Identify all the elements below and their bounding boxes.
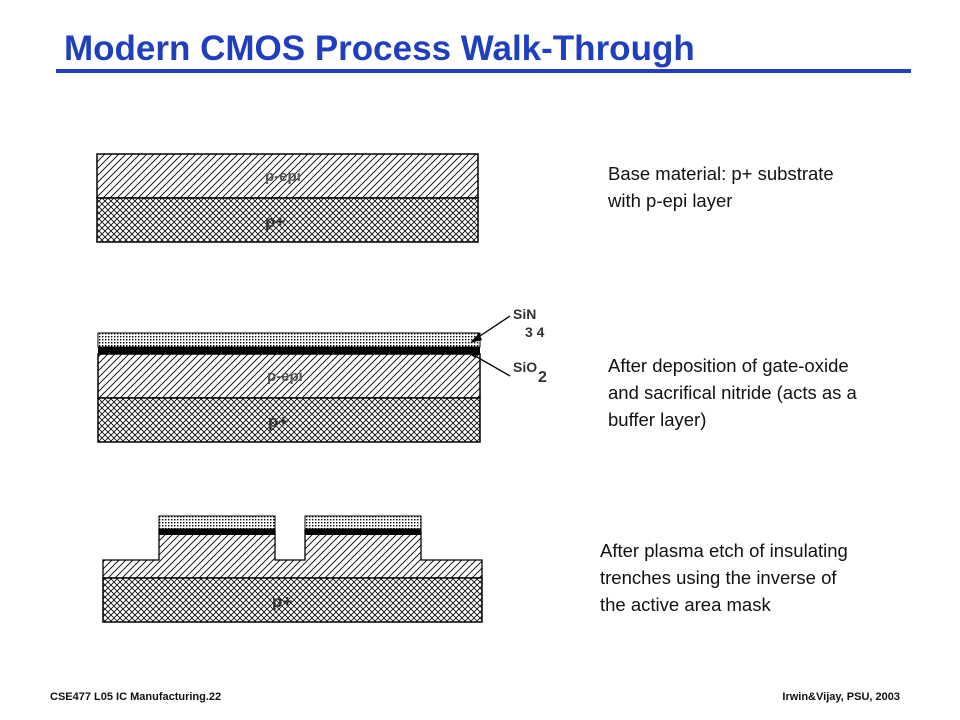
d2-p-epi-label: p-epi: [267, 368, 303, 385]
d2-oxide-arrowhead: [466, 351, 479, 358]
d3-p-plus-label: p+: [272, 592, 292, 611]
d1-p-plus-substrate: [96, 197, 479, 243]
d2-oxide-label: SiO: [513, 359, 537, 375]
d2-nitride-arrowhead: [470, 333, 482, 343]
d2-nitride-subscript: 3 4: [525, 324, 545, 340]
caption-oxide-nitride: After deposition of gate-oxide and sacri…: [608, 352, 857, 433]
d1-p-epi-layer: [96, 153, 479, 199]
title-underline: [56, 69, 911, 73]
diagram-1-base-material: p-epi p+: [96, 153, 479, 243]
caption-line: the active area mask: [600, 594, 771, 615]
caption-trench-etch: After plasma etch of insulating trenches…: [600, 537, 848, 618]
d1-p-epi-label: p-epi: [265, 168, 301, 185]
d3-nitride-left: [158, 515, 276, 530]
d3-p-plus-substrate: [102, 577, 483, 623]
caption-base-material: Base material: p+ substrate with p-epi l…: [608, 160, 834, 214]
d2-oxide-layer: [98, 347, 480, 354]
caption-line: trenches using the inverse of: [600, 567, 837, 588]
caption-line: and sacrifical nitride (acts as a: [608, 382, 857, 403]
d2-oxide-arrow: [469, 352, 511, 377]
caption-line: Base material: p+ substrate: [608, 163, 834, 184]
caption-line: After plasma etch of insulating: [600, 540, 848, 561]
d2-nitride-layer: [97, 332, 481, 348]
caption-line: with p-epi layer: [608, 190, 733, 211]
caption-line: After deposition of gate-oxide: [608, 355, 849, 376]
d2-p-plus-label: p+: [268, 412, 288, 431]
d3-nitride-right: [304, 515, 422, 530]
d1-p-plus-label: p+: [265, 212, 285, 231]
d2-oxide-subscript: 2: [538, 369, 547, 386]
caption-line: buffer layer): [608, 409, 707, 430]
d2-nitride-label: SiN: [513, 306, 536, 322]
footer-course-info: CSE477 L05 IC Manufacturing.22: [50, 691, 222, 703]
d3-oxide-right: [305, 529, 421, 535]
diagram-2-oxide-nitride: p-epi p+ SiN 3 4 SiO 2: [97, 306, 547, 443]
diagram-3-trench-etch: p+: [102, 515, 483, 623]
slide-title: Modern CMOS Process Walk-Through: [64, 29, 695, 68]
d2-p-plus-substrate: [97, 397, 481, 443]
d3-p-epi-etched-layer: [102, 529, 483, 579]
footer-author-info: Irwin&Vijay, PSU, 2003: [782, 691, 900, 703]
d3-oxide-left: [159, 529, 275, 535]
